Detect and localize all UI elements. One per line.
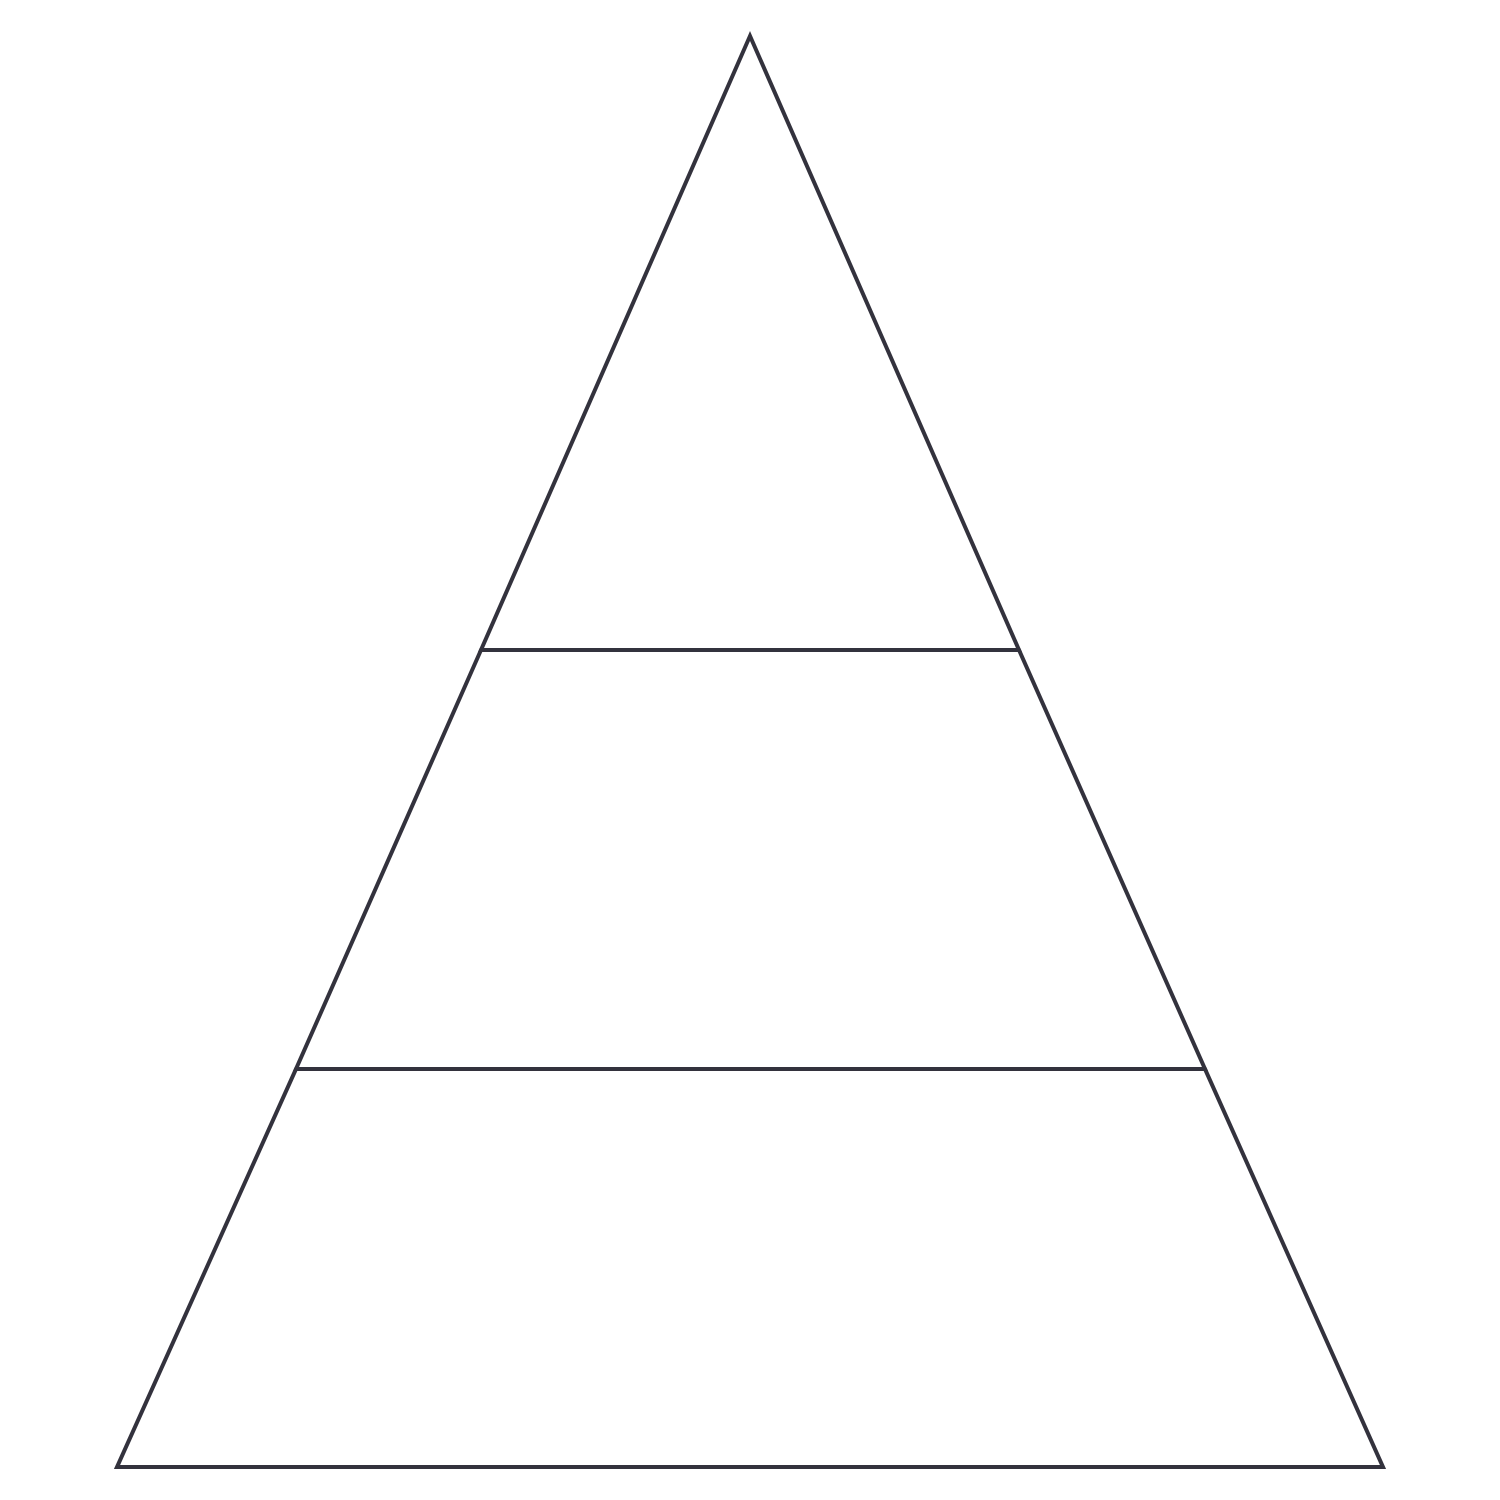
pyramid-tier-top xyxy=(477,31,1023,652)
pyramid-tier-bottom xyxy=(113,1067,1387,1469)
pyramid-tier-middle xyxy=(292,648,1209,1071)
